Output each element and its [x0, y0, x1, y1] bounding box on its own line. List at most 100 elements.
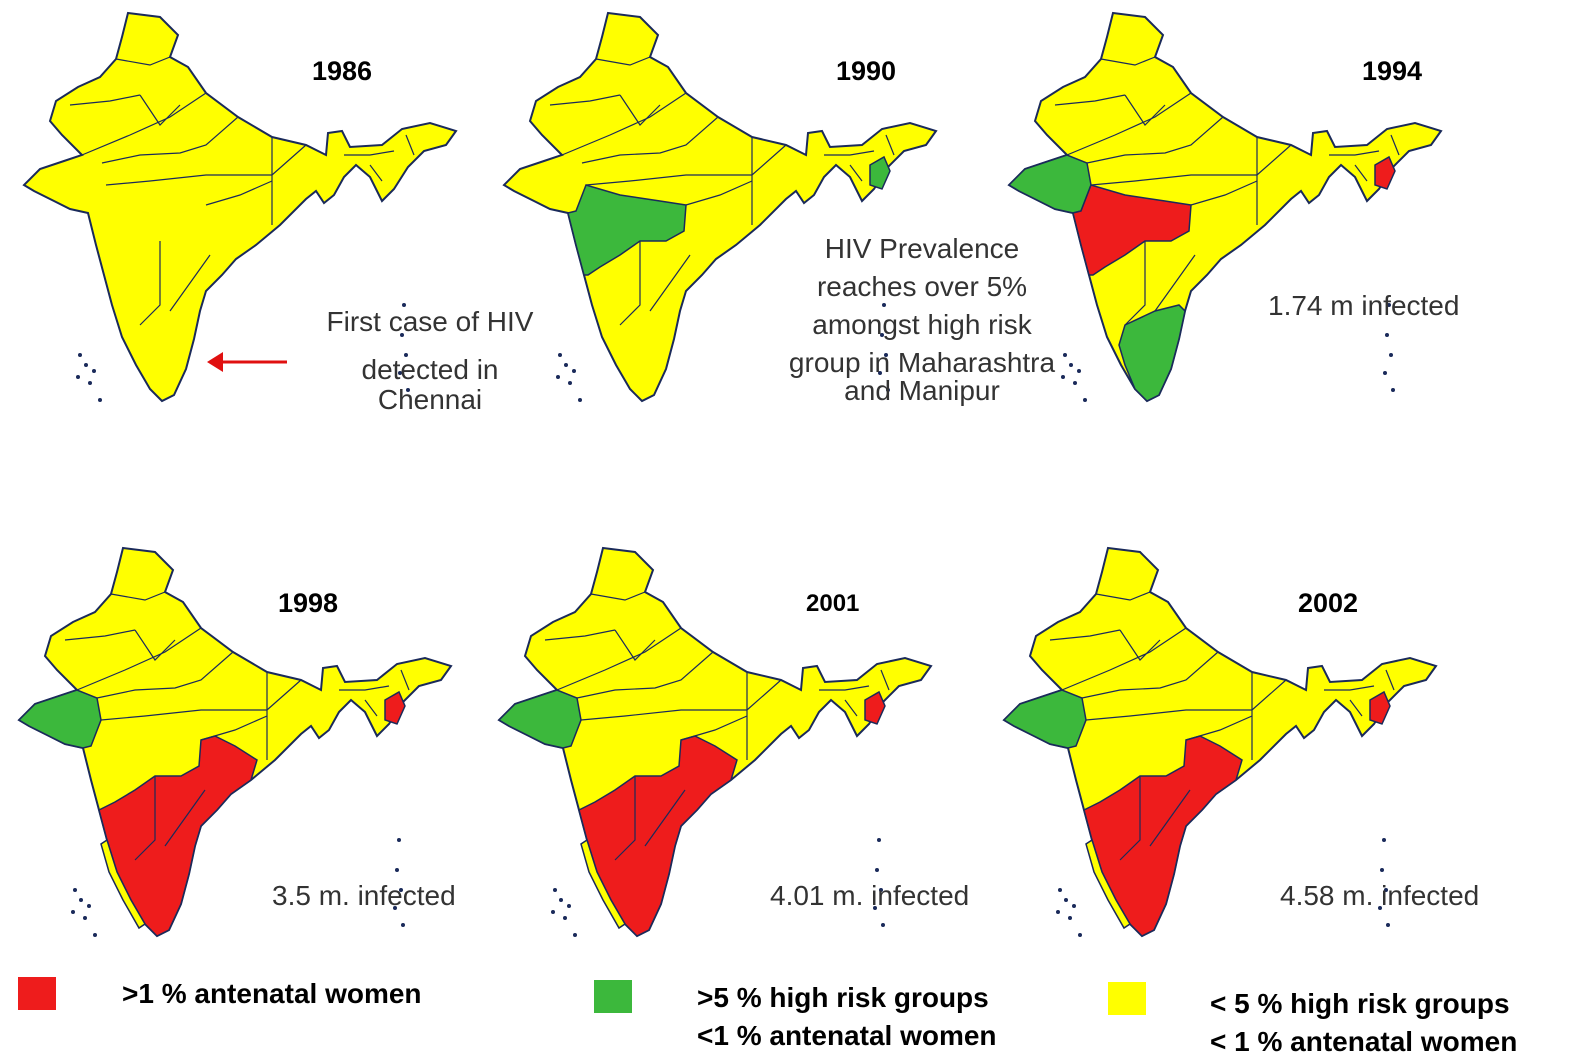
state-border — [76, 627, 202, 691]
state-region-westCoast — [580, 838, 627, 930]
note-line: First case of HIV — [326, 306, 534, 337]
island-dot — [1064, 898, 1068, 902]
state-border — [544, 629, 616, 641]
state-region-gujarat — [1002, 689, 1087, 749]
state-border — [649, 254, 691, 312]
island-dot — [1384, 888, 1388, 892]
state-border — [339, 685, 390, 691]
state-region-gujarat — [1007, 154, 1092, 214]
infected-count: 1.74 m infected — [1268, 290, 1460, 321]
note-line: HIV Prevalence — [824, 233, 1020, 264]
island-dot — [881, 923, 885, 927]
state-border — [844, 699, 858, 717]
state-border — [344, 150, 395, 156]
note-1986: First case of HIV detected in Chennai — [300, 303, 560, 419]
island-dot — [553, 888, 557, 892]
legend-swatch-red — [18, 977, 56, 1010]
island-dot — [886, 388, 890, 392]
island-dot — [71, 910, 75, 914]
year-label-1990: 1990 — [836, 56, 897, 86]
island-dot — [873, 906, 877, 910]
note-1990: HIV Prevalence reaches over 5% amongst h… — [762, 230, 1082, 410]
legend-line: < 1 % antenatal women — [1210, 1026, 1518, 1057]
island-dot — [556, 375, 560, 379]
state-border — [849, 164, 863, 182]
island-dot — [878, 371, 882, 375]
india-map — [17, 546, 453, 938]
island-dot — [1072, 904, 1076, 908]
legend-swatch-yellow — [1108, 982, 1146, 1015]
island-dot — [399, 888, 403, 892]
island-dot — [1382, 838, 1386, 842]
state-border — [169, 254, 211, 312]
india-landmass — [22, 11, 458, 403]
state-border — [1185, 715, 1253, 741]
island-dot — [397, 838, 401, 842]
state-border — [200, 715, 268, 741]
island-dot — [401, 923, 405, 927]
state-border — [1190, 180, 1258, 206]
state-border — [561, 92, 687, 156]
state-border — [619, 241, 641, 326]
island-dot — [882, 303, 886, 307]
island-dot — [76, 375, 80, 379]
state-border — [1324, 685, 1375, 691]
island-dot — [559, 898, 563, 902]
state-border — [110, 591, 166, 601]
island-dot — [1383, 371, 1387, 375]
india-outline — [17, 546, 453, 938]
state-border — [595, 56, 651, 66]
legend-line: >1 % antenatal women — [122, 978, 422, 1009]
island-dot — [567, 904, 571, 908]
island-dot — [551, 910, 555, 914]
state-border — [824, 150, 875, 156]
india-outline — [1002, 546, 1438, 938]
note-line: Chennai — [377, 384, 483, 415]
state-border — [115, 56, 171, 66]
state-border — [69, 94, 141, 106]
state-border — [1081, 651, 1219, 699]
island-dot — [1069, 363, 1073, 367]
india-outline — [497, 546, 933, 938]
island-dot — [1056, 910, 1060, 914]
state-border — [405, 134, 415, 156]
island-dot — [1073, 381, 1077, 385]
state-border — [1354, 164, 1368, 182]
state-border — [400, 669, 410, 691]
island-dot — [395, 868, 399, 872]
arrow-icon — [207, 352, 287, 372]
map-2001 — [485, 535, 1005, 1055]
legend-swatch-green — [594, 980, 632, 1013]
legend-line: >5 % high risk groups — [697, 982, 989, 1013]
island-dot — [573, 933, 577, 937]
legend-line: <1 % antenatal women — [697, 1020, 997, 1051]
state-border — [556, 627, 682, 691]
state-border — [96, 651, 234, 699]
state-border — [1385, 669, 1395, 691]
state-border — [880, 669, 890, 691]
state-border — [205, 180, 273, 206]
year-label-1994: 1994 — [1362, 56, 1423, 86]
india-landmass — [502, 11, 938, 403]
state-border — [364, 699, 378, 717]
island-dot — [398, 371, 402, 375]
state-border — [1119, 629, 1161, 661]
state-border — [576, 651, 714, 699]
state-border — [105, 144, 307, 186]
year-label-1998: 1998 — [278, 588, 339, 618]
infected-count: 4.58 m. infected — [1280, 880, 1480, 911]
india-outline — [502, 11, 938, 403]
island-dot — [884, 353, 888, 357]
state-border — [81, 92, 207, 156]
state-border — [1149, 789, 1191, 847]
state-border — [1390, 134, 1400, 156]
island-dot — [93, 933, 97, 937]
state-border — [101, 116, 239, 164]
map-1986 — [10, 5, 530, 525]
island-dot — [1387, 303, 1391, 307]
island-dot — [79, 898, 83, 902]
note-line: amongst high risk — [812, 309, 1032, 340]
state-border — [100, 679, 302, 721]
india-map — [502, 11, 938, 403]
island-dot — [572, 369, 576, 373]
